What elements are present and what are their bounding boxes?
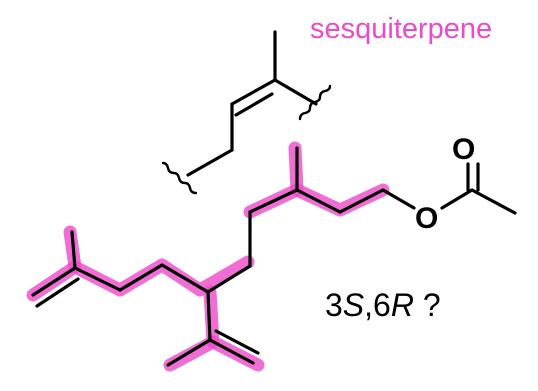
bond [208, 338, 255, 365]
bond [186, 148, 234, 177]
bond [166, 338, 212, 367]
stereo-separator: ,6 [364, 287, 391, 323]
diagram-title: sesquiterpene [310, 13, 493, 45]
stereo-suffix: ? [413, 287, 441, 323]
bond [73, 266, 122, 292]
bond [206, 290, 212, 342]
wavy-bond-marks [161, 84, 332, 195]
bond [381, 188, 416, 210]
wavy-bond-right [298, 84, 332, 121]
bond [31, 266, 77, 297]
carbonyl-oxygen-label: O [452, 133, 476, 166]
bond [470, 188, 517, 215]
stereo-s: S [342, 287, 365, 323]
bond-double [214, 329, 260, 355]
stereo-r: R [390, 287, 414, 323]
bond [230, 78, 277, 106]
bond [70, 230, 77, 270]
bond [440, 188, 474, 210]
stereo-prefix: 3 [325, 287, 343, 323]
bond [248, 188, 299, 214]
bond [338, 188, 385, 214]
isoprene-highlight [26, 141, 390, 372]
bond [295, 188, 342, 214]
bond [206, 264, 252, 294]
bond [160, 263, 210, 294]
bond [273, 78, 318, 106]
bonds [31, 30, 517, 367]
stereochemistry-label: 3S,6R ? [325, 289, 441, 321]
bond-double [35, 277, 80, 308]
bond [118, 263, 164, 292]
wavy-bond-left [161, 161, 198, 195]
bond-double [234, 92, 274, 117]
ester-oxygen-label: O [415, 202, 439, 235]
